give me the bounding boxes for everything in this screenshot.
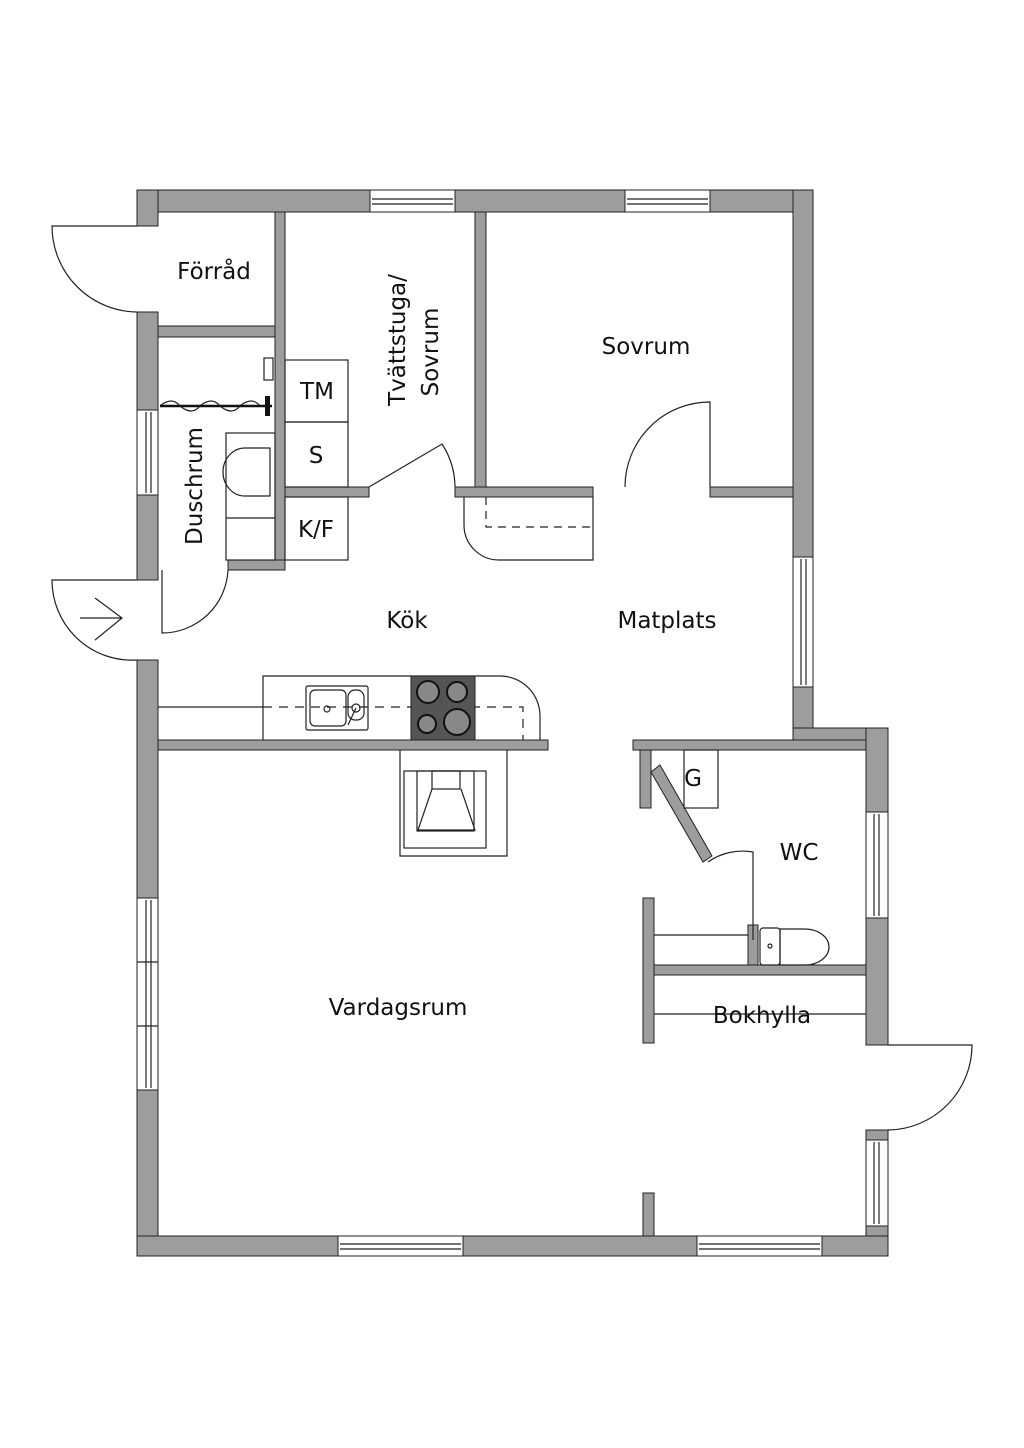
outer-walls bbox=[136, 189, 889, 1257]
label-vardagsrum: Vardagsrum bbox=[329, 995, 468, 1021]
label-matplats: Matplats bbox=[617, 608, 716, 634]
door-sovrum bbox=[624, 401, 711, 488]
sink-icon bbox=[305, 685, 369, 731]
entrance-arrow-icon bbox=[80, 597, 123, 641]
label-duschrum: Duschrum bbox=[182, 427, 208, 545]
label-sovrum: Sovrum bbox=[602, 334, 691, 360]
fixtures bbox=[158, 357, 866, 1015]
windows bbox=[136, 189, 889, 1257]
doors bbox=[51, 225, 973, 1131]
fireplace-icon bbox=[399, 750, 508, 857]
shower-curtain bbox=[159, 400, 261, 412]
toilet-icon bbox=[759, 927, 830, 966]
stove-icon bbox=[410, 675, 476, 741]
label-bokhylla: Bokhylla bbox=[713, 1003, 811, 1029]
label-s: S bbox=[309, 443, 324, 469]
label-kf: K/F bbox=[298, 517, 334, 543]
label-tvattstuga: Tvättstuga/ bbox=[385, 274, 411, 407]
labels: Förråd Tvättstuga/ Sovrum Sovrum Duschru… bbox=[177, 257, 818, 1029]
door-entrance-left bbox=[51, 579, 138, 661]
label-tm: TM bbox=[299, 379, 334, 405]
shower-head-icon bbox=[263, 357, 274, 381]
label-forrad: Förråd bbox=[177, 257, 251, 285]
label-tvattstuga-sovrum: Sovrum bbox=[418, 308, 444, 397]
label-kok: Kök bbox=[386, 608, 428, 634]
label-g: G bbox=[684, 766, 702, 792]
door-entrance-right bbox=[887, 1044, 973, 1131]
interior-walls bbox=[157, 211, 867, 1237]
door-forrad bbox=[51, 225, 138, 313]
door-wc bbox=[707, 850, 754, 940]
label-wc: WC bbox=[780, 840, 819, 866]
washbasin-icon bbox=[222, 447, 271, 497]
door-tvattstuga bbox=[368, 443, 456, 488]
door-duschrum bbox=[161, 569, 229, 634]
